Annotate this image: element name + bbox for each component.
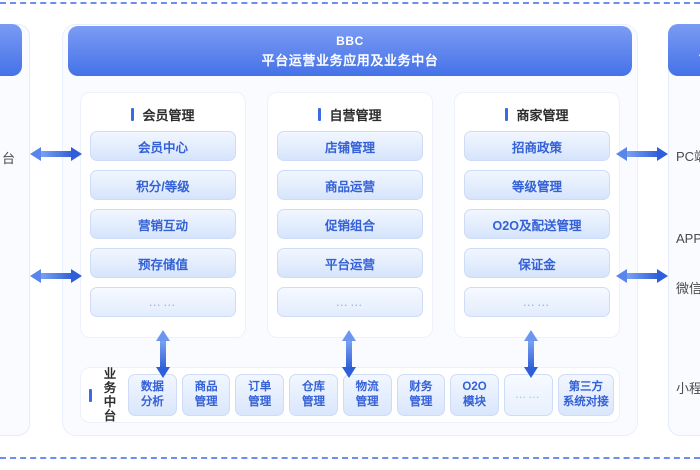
chip-line1: 第三方 xyxy=(568,381,604,393)
midplat-chip-more[interactable]: …… xyxy=(503,374,553,416)
module-chip-merchant-2[interactable]: O2O及配送管理 xyxy=(464,209,610,239)
chip-line2: 管理 xyxy=(301,396,325,408)
midplat-chip-data-analysis[interactable]: 数据 分析 xyxy=(128,374,177,416)
chip-line1: …… xyxy=(514,388,542,401)
column-title-member: 会员管理 xyxy=(81,97,245,131)
left-panel-header: 端 xyxy=(0,24,22,76)
midplat-chip-order-mgmt[interactable]: 订单 管理 xyxy=(235,374,285,416)
main-header-title-en: BBC xyxy=(336,33,364,48)
title-marker-icon xyxy=(505,107,509,121)
main-header-banner: BBC 平台运营业务应用及业务中台 xyxy=(68,26,632,76)
frame-dashed-border-bottom xyxy=(0,457,700,459)
module-chip-member-1[interactable]: 积分/等级 xyxy=(90,170,236,200)
right-panel-header: 用户 xyxy=(668,24,700,76)
chip-line2: 管理 xyxy=(248,396,272,408)
module-chip-member-2[interactable]: 营销互动 xyxy=(90,209,236,239)
middle-platform-label: 业务 中台 xyxy=(89,367,122,423)
left-panel-item-0[interactable]: 台 xyxy=(2,151,16,166)
chip-line2: 管理 xyxy=(409,396,433,408)
middle-platform-label-line1: 业务 xyxy=(103,367,117,395)
chip-line2: 管理 xyxy=(355,396,379,408)
module-chip-merchant-0[interactable]: 招商政策 xyxy=(464,131,610,161)
title-marker-icon xyxy=(131,107,135,121)
midplat-chip-thirdparty-integration[interactable]: 第三方 系统对接 xyxy=(557,374,615,416)
module-chip-selfrun-2[interactable]: 促销组合 xyxy=(277,209,423,239)
module-chip-merchant-more[interactable]: …… xyxy=(464,287,610,317)
right-panel-item-app[interactable]: APP xyxy=(676,231,700,246)
connector-arrow-vertical-1 xyxy=(342,330,356,378)
connector-arrow-right-0 xyxy=(616,147,668,161)
chip-line2: 分析 xyxy=(140,396,164,408)
module-chip-selfrun-more[interactable]: …… xyxy=(277,287,423,317)
midplat-chip-finance-mgmt[interactable]: 财务 管理 xyxy=(396,374,446,416)
chip-line1: 财务 xyxy=(409,381,433,393)
module-chip-merchant-1[interactable]: 等级管理 xyxy=(464,170,610,200)
chip-line2: 模块 xyxy=(463,396,487,408)
right-panel-item-pc[interactable]: PC端 xyxy=(676,149,700,164)
module-column-selfrun: 自营管理 店铺管理 商品运营 促销组合 平台运营 …… xyxy=(267,92,433,338)
column-title-member-label: 会员管理 xyxy=(142,107,195,123)
connector-arrow-left-1 xyxy=(30,269,82,283)
chip-line1: 物流 xyxy=(355,381,379,393)
midplat-chip-o2o-module[interactable]: O2O 模块 xyxy=(450,374,499,416)
column-title-merchant-label: 商家管理 xyxy=(516,107,569,123)
module-chip-member-0[interactable]: 会员中心 xyxy=(90,131,236,161)
midplat-chip-product-mgmt[interactable]: 商品 管理 xyxy=(181,374,231,416)
main-header-title-cn: 平台运营业务应用及业务中台 xyxy=(261,52,439,68)
chip-line1: 仓库 xyxy=(301,381,325,393)
chip-line1: 数据 xyxy=(140,381,164,393)
frame-dashed-border-top xyxy=(0,2,700,4)
module-column-merchant: 商家管理 招商政策 等级管理 O2O及配送管理 保证金 …… xyxy=(454,92,620,338)
module-chip-selfrun-1[interactable]: 商品运营 xyxy=(277,170,423,200)
chip-line2: 管理 xyxy=(194,396,218,408)
right-panel-item-wechat[interactable]: 微信端 xyxy=(676,281,700,296)
chip-line1: 订单 xyxy=(248,381,272,393)
connector-arrow-right-1 xyxy=(616,269,668,283)
column-title-selfrun-label: 自营管理 xyxy=(329,107,382,123)
right-side-panel xyxy=(668,24,700,436)
left-side-panel xyxy=(0,24,30,436)
title-marker-icon xyxy=(89,388,92,402)
title-marker-icon xyxy=(318,107,322,121)
module-column-member: 会员管理 会员中心 积分/等级 营销互动 预存储值 …… xyxy=(80,92,246,338)
chip-line1: 商品 xyxy=(194,381,218,393)
connector-arrow-vertical-0 xyxy=(156,330,170,378)
right-panel-item-miniprogram[interactable]: 小程序 xyxy=(676,381,700,396)
middle-platform-label-line2: 中台 xyxy=(103,395,117,423)
module-chip-merchant-3[interactable]: 保证金 xyxy=(464,248,610,278)
midplat-chip-warehouse-mgmt[interactable]: 仓库 管理 xyxy=(289,374,338,416)
midplat-chip-logistics-mgmt[interactable]: 物流 管理 xyxy=(342,374,392,416)
module-chip-member-3[interactable]: 预存储值 xyxy=(90,248,236,278)
module-chip-member-more[interactable]: …… xyxy=(90,287,236,317)
connector-arrow-left-0 xyxy=(30,147,82,161)
chip-line1: O2O xyxy=(462,381,487,393)
chip-line2: 系统对接 xyxy=(562,396,609,408)
module-chip-selfrun-3[interactable]: 平台运营 xyxy=(277,248,423,278)
column-title-selfrun: 自营管理 xyxy=(268,97,432,131)
module-chip-selfrun-0[interactable]: 店铺管理 xyxy=(277,131,423,161)
column-title-merchant: 商家管理 xyxy=(455,97,619,131)
connector-arrow-vertical-2 xyxy=(524,330,538,378)
